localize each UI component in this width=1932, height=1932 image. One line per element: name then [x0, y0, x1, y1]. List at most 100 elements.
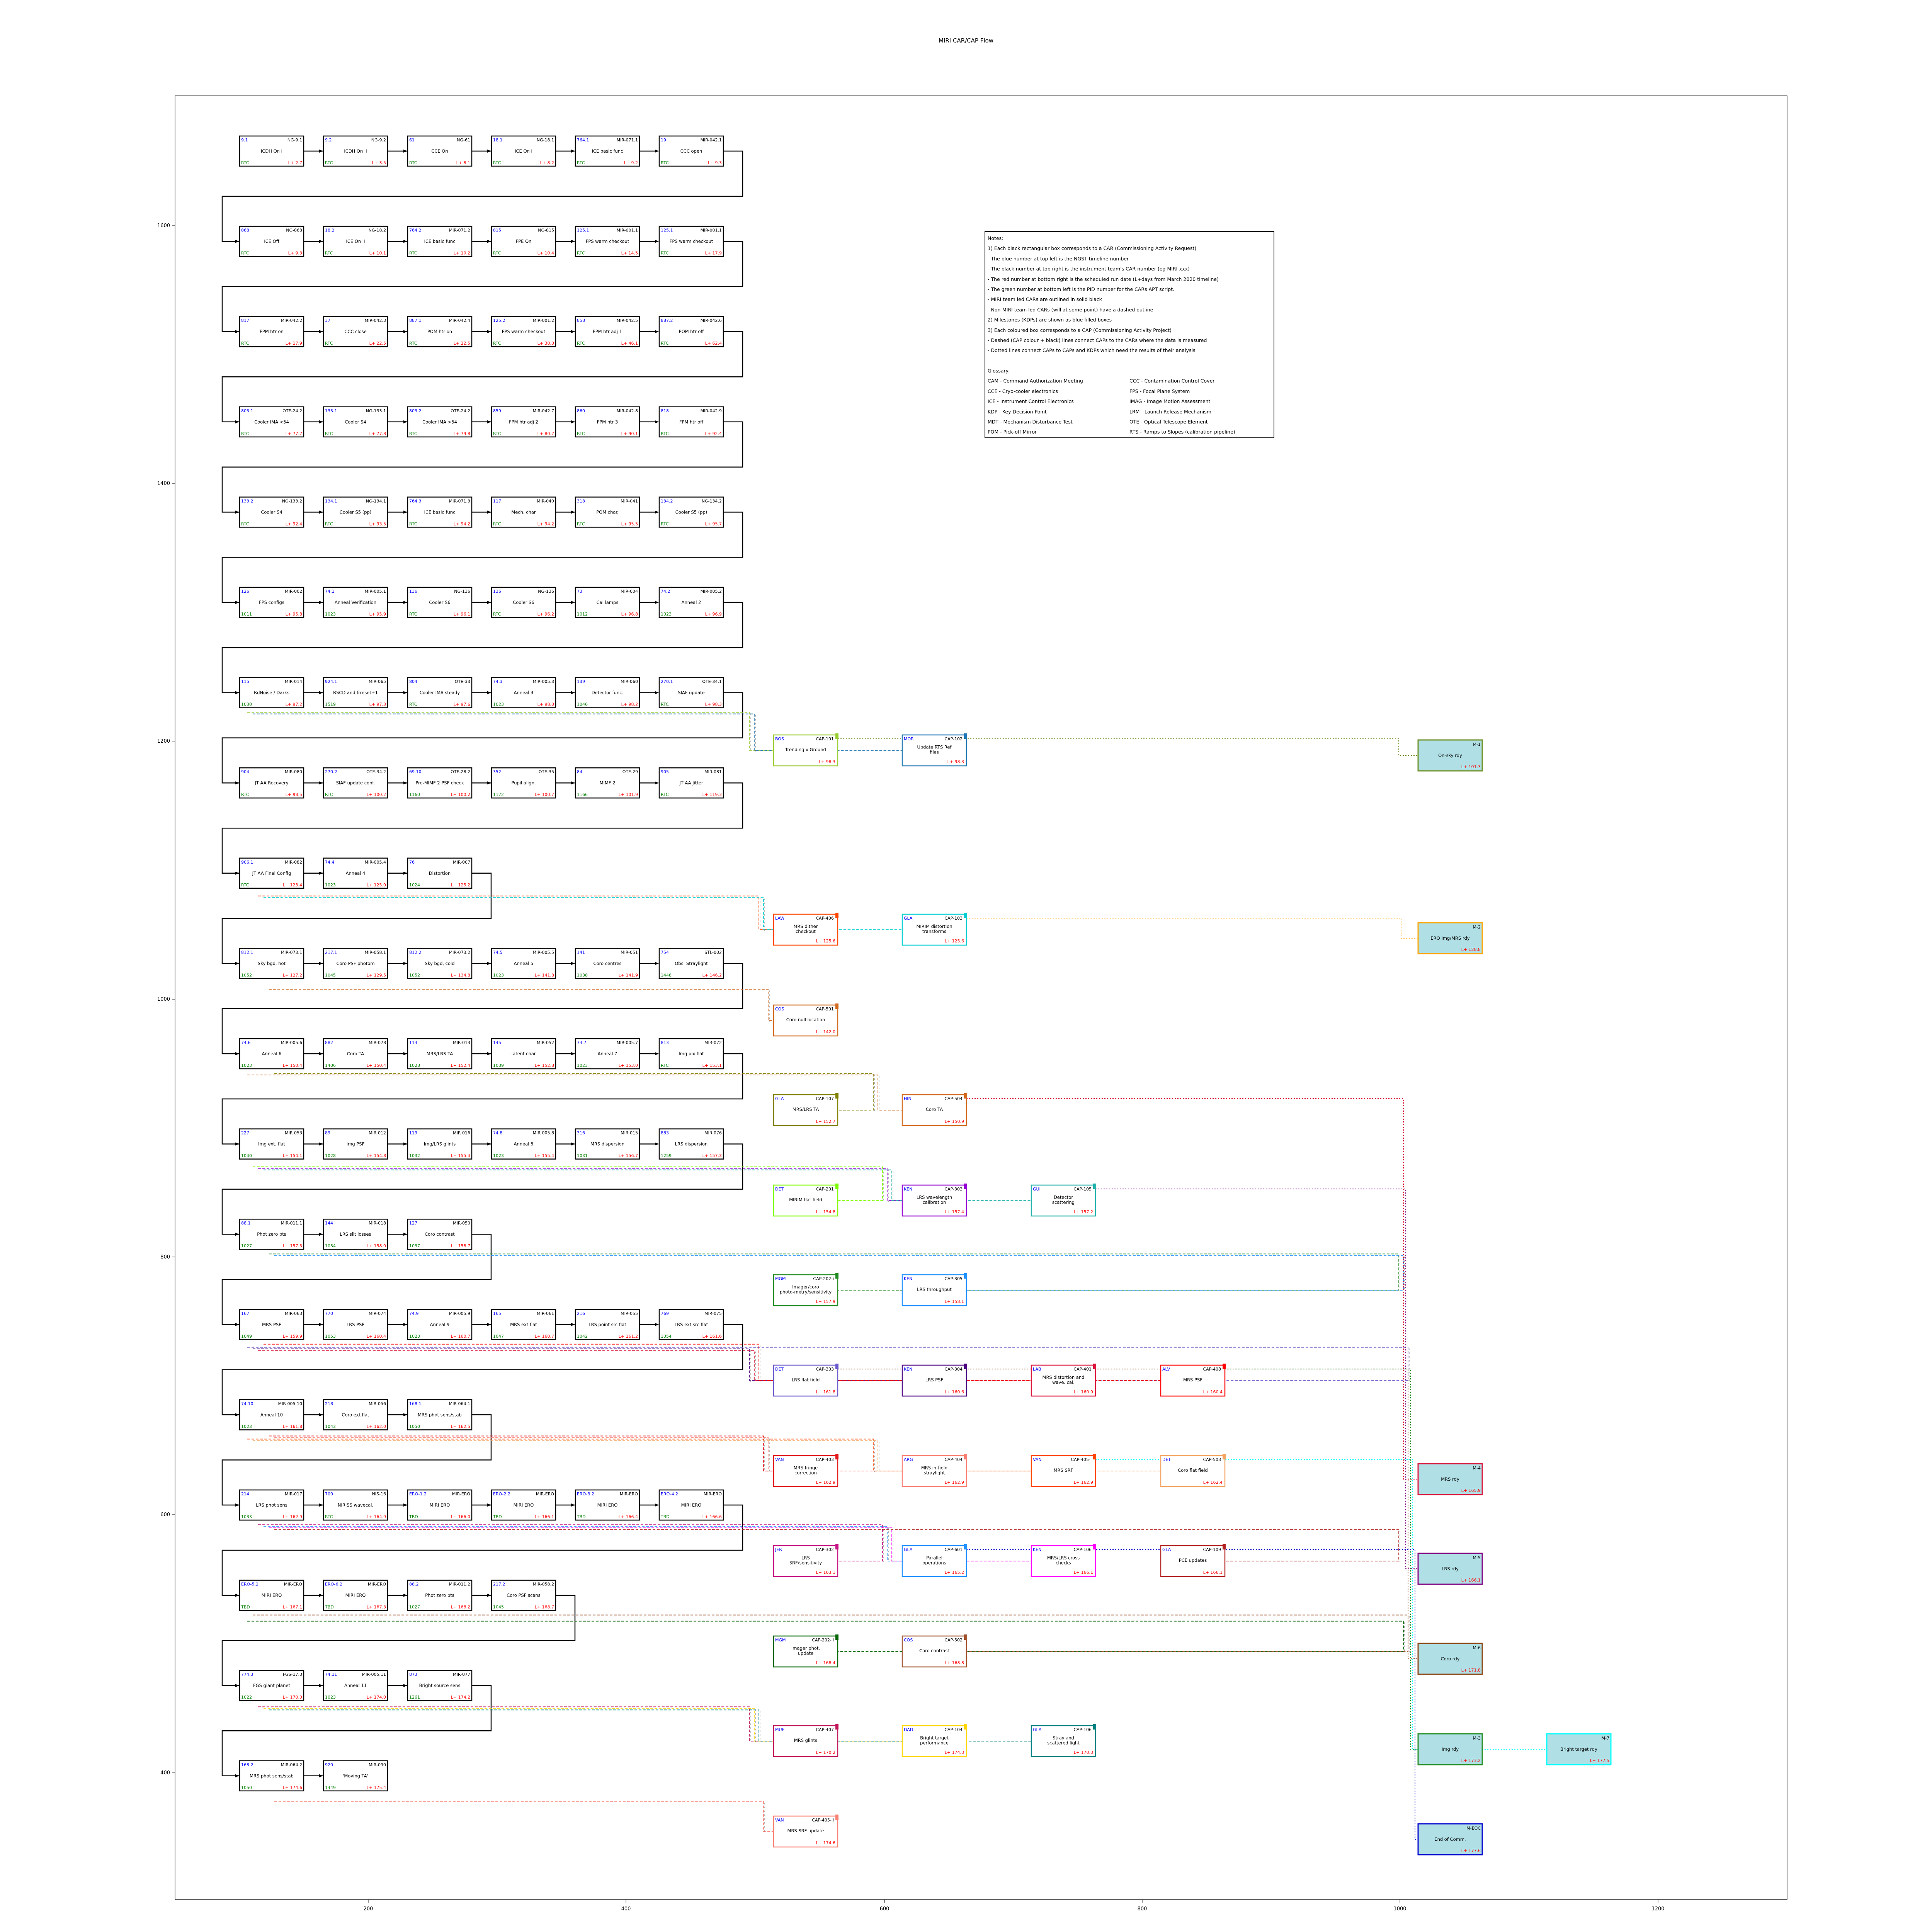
glossary-entry: IMAG - Image Motion Assessment [1129, 398, 1211, 405]
cap-lead: MOR [904, 736, 914, 742]
car-box-frame [239, 497, 304, 528]
car-number: MIR-042.6 [701, 318, 722, 323]
car-title: Coro PSF scans [507, 1593, 540, 1598]
car-title: ICE basic func [424, 239, 456, 244]
cap-box-frame [901, 1364, 967, 1397]
car-box-frame [575, 1489, 640, 1521]
cap-title: Coro contrast [919, 1648, 949, 1653]
car-number: MIR-001.1 [701, 228, 722, 233]
glossary-heading: Glossary: [988, 368, 1010, 374]
cap-id: CAP-406 [816, 916, 834, 921]
cap-id: CAP-601 [944, 1547, 963, 1552]
cap-id: CAP-302 [816, 1547, 834, 1552]
car-pid: RTC [409, 431, 417, 436]
car-timeline-number: 89 [325, 1131, 330, 1136]
car-date: L+ 153.1 [702, 1063, 722, 1068]
car-box-frame [407, 135, 473, 167]
car-number: NIS-16 [372, 1492, 386, 1497]
notes-line: - Non-MIRI team led CARs (will at some p… [988, 306, 1153, 313]
cap-corner-tab [835, 1184, 838, 1189]
car-title: 'Moving TA' [343, 1773, 368, 1779]
car-timeline-number: 168.2 [241, 1762, 253, 1767]
car-number: MIR-065 [369, 679, 386, 684]
car-number: NG-18.1 [537, 138, 554, 143]
car-number: MIR-018 [369, 1221, 386, 1226]
car-number: NG-9.1 [287, 138, 302, 143]
car-number: NG-134.1 [366, 498, 386, 503]
car-date: L+ 162.5 [451, 1424, 470, 1429]
car-pid: 1054 [661, 1334, 672, 1339]
car-box-frame [323, 767, 388, 799]
car-number: MIR-042.3 [365, 318, 386, 323]
car-timeline-number: 125.1 [661, 228, 673, 233]
milestone-date: L+ 177.6 [1461, 1848, 1481, 1853]
car-title: Sky bgd, hot [258, 961, 286, 966]
car-number: MIR-005.9 [449, 1311, 470, 1316]
car-box-frame [491, 948, 556, 979]
car-number: OTE-29 [622, 769, 638, 774]
car-date: L+ 160.7 [451, 1334, 470, 1339]
cap-box-frame [901, 1094, 967, 1126]
car-title: SIAF update conf. [336, 780, 375, 786]
cap-corner-tab [835, 1093, 838, 1099]
car-number: MIR-005.10 [278, 1401, 302, 1406]
car-title: Img ext. flat [258, 1141, 285, 1147]
cap-box-frame [773, 913, 838, 946]
car-box-frame [658, 677, 724, 708]
car-timeline-number: 860 [577, 408, 585, 413]
car-number: NG-61 [457, 138, 470, 143]
cap-id: CAP-501 [816, 1007, 834, 1012]
cap-id: CAP-102 [944, 736, 963, 742]
car-date: L+ 167.3 [367, 1605, 386, 1610]
car-pid: 1039 [493, 1063, 504, 1068]
cap-title: LRS wavelength [917, 1194, 952, 1200]
milestone-frame [1417, 1823, 1483, 1855]
cap-box-frame [901, 1545, 967, 1577]
car-timeline-number: 74.11 [325, 1672, 337, 1677]
cap-lead: HIN [904, 1096, 912, 1101]
cap-corner-tab [835, 1815, 838, 1820]
notes-blank-line [988, 356, 1271, 366]
car-timeline-number: 125.1 [577, 228, 589, 233]
cap-id: CAP-101 [816, 736, 834, 742]
cap-id: CAP-106 [1073, 1727, 1092, 1732]
cap-title: Update RTS Ref [917, 744, 952, 750]
car-timeline-number: 887.1 [409, 318, 422, 323]
car-number: MIR-005.4 [365, 860, 386, 865]
car-title: MRS ext flat [510, 1322, 537, 1327]
car-box-frame [239, 135, 304, 167]
car-title: Anneal 9 [430, 1322, 450, 1327]
car-title: Cooler IMA >54 [422, 419, 457, 425]
car-timeline-number: 352 [493, 769, 501, 774]
car-pid: 1031 [577, 1153, 588, 1158]
cap-title: Coro null location [786, 1017, 825, 1022]
cap-corner-tab [964, 1364, 967, 1369]
cap-lead: MUE [775, 1727, 785, 1732]
car-title: Img PSF [347, 1141, 364, 1147]
notes-line: - The green number at bottom left is the… [988, 286, 1175, 292]
car-date: L+ 166.1 [535, 1514, 554, 1519]
car-number: MIR-071.3 [449, 498, 470, 503]
car-title: ICE Off [264, 239, 279, 244]
car-number: MIR-071.1 [617, 138, 638, 143]
car-pid: 1022 [241, 1695, 252, 1700]
car-box-frame [239, 1309, 304, 1340]
glossary-entry: CCC - Contamination Control Cover [1129, 378, 1215, 384]
cap-corner-tab [1223, 1454, 1226, 1459]
car-number: MIR-064.2 [281, 1762, 302, 1767]
cap-lead: GLA [1162, 1547, 1171, 1552]
car-date: L+ 166.0 [451, 1514, 470, 1519]
car-title: RSCD and frreset+1 [333, 690, 378, 696]
cap-title: MRS fringe [794, 1465, 818, 1470]
car-box-frame [575, 316, 640, 347]
car-timeline-number: 270.1 [661, 679, 673, 684]
cap-corner-tab [964, 733, 967, 739]
cap-lead: DET [1162, 1457, 1171, 1462]
